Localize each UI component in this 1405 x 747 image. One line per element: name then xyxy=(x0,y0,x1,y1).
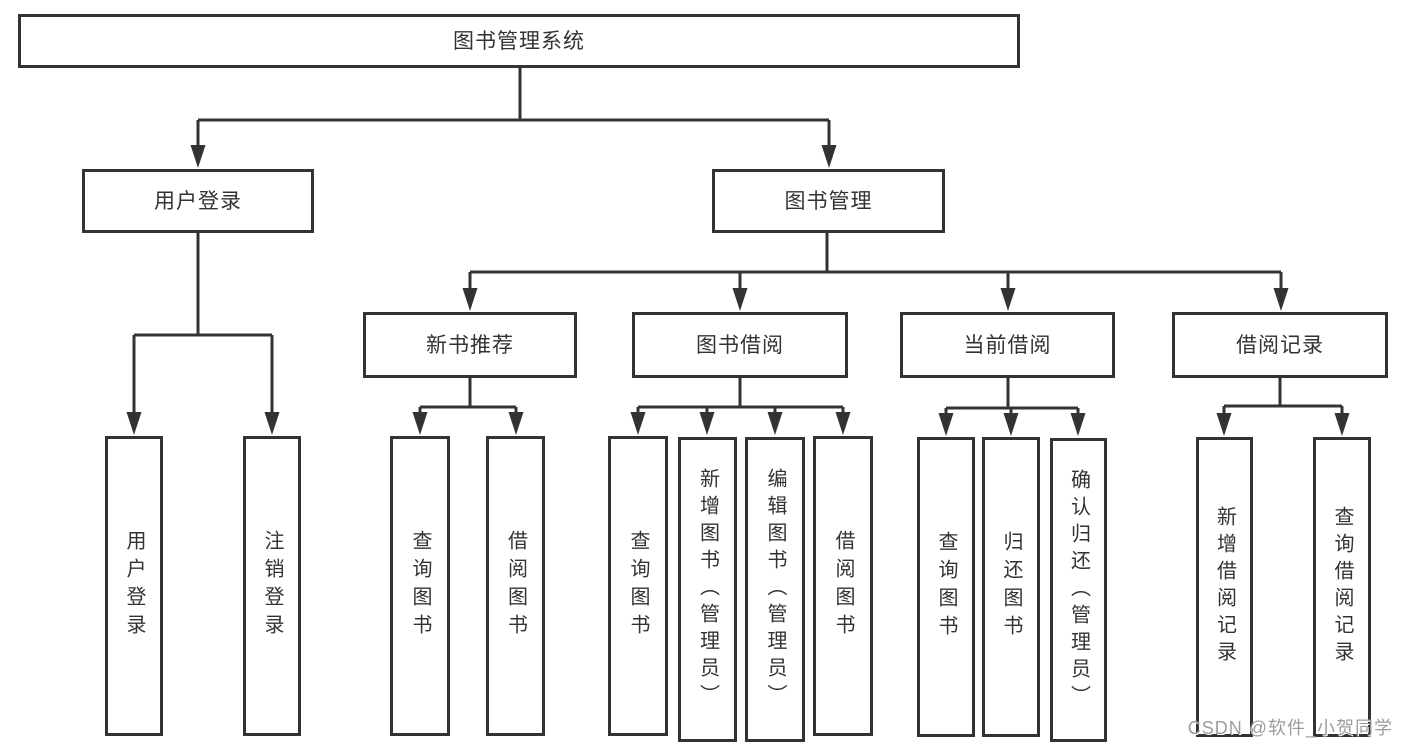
leaf-borrow-books-recommend: 借阅图书 xyxy=(486,436,545,736)
node-current-borrow: 当前借阅 xyxy=(900,312,1115,378)
arrowheads xyxy=(126,145,1350,436)
leaf-edit-book-admin: 编辑图书（管理员） xyxy=(745,437,805,742)
node-user-login-group: 用户登录 xyxy=(82,169,314,233)
leaf-query-borrow-record: 查询借阅记录 xyxy=(1313,437,1371,737)
leaf-confirm-return-admin: 确认归还（管理员） xyxy=(1050,438,1107,742)
node-new-book-recommend: 新书推荐 xyxy=(363,312,577,378)
leaf-borrow-books: 借阅图书 xyxy=(813,436,873,736)
leaf-user-login: 用户登录 xyxy=(105,436,163,736)
node-borrow-records: 借阅记录 xyxy=(1172,312,1388,378)
leaf-query-books-current: 查询图书 xyxy=(917,437,975,737)
node-book-management: 图书管理 xyxy=(712,169,945,233)
node-book-borrow: 图书借阅 xyxy=(632,312,848,378)
leaf-query-books-borrow: 查询图书 xyxy=(608,436,668,736)
leaf-return-books: 归还图书 xyxy=(982,437,1040,737)
leaf-add-book-admin: 新增图书（管理员） xyxy=(678,437,737,742)
leaf-add-borrow-record: 新增借阅记录 xyxy=(1196,437,1253,737)
node-root: 图书管理系统 xyxy=(18,14,1020,68)
leaf-logout: 注销登录 xyxy=(243,436,301,736)
leaf-query-books-recommend: 查询图书 xyxy=(390,436,450,736)
watermark: CSDN @软件_小贺同学 xyxy=(1187,718,1393,738)
